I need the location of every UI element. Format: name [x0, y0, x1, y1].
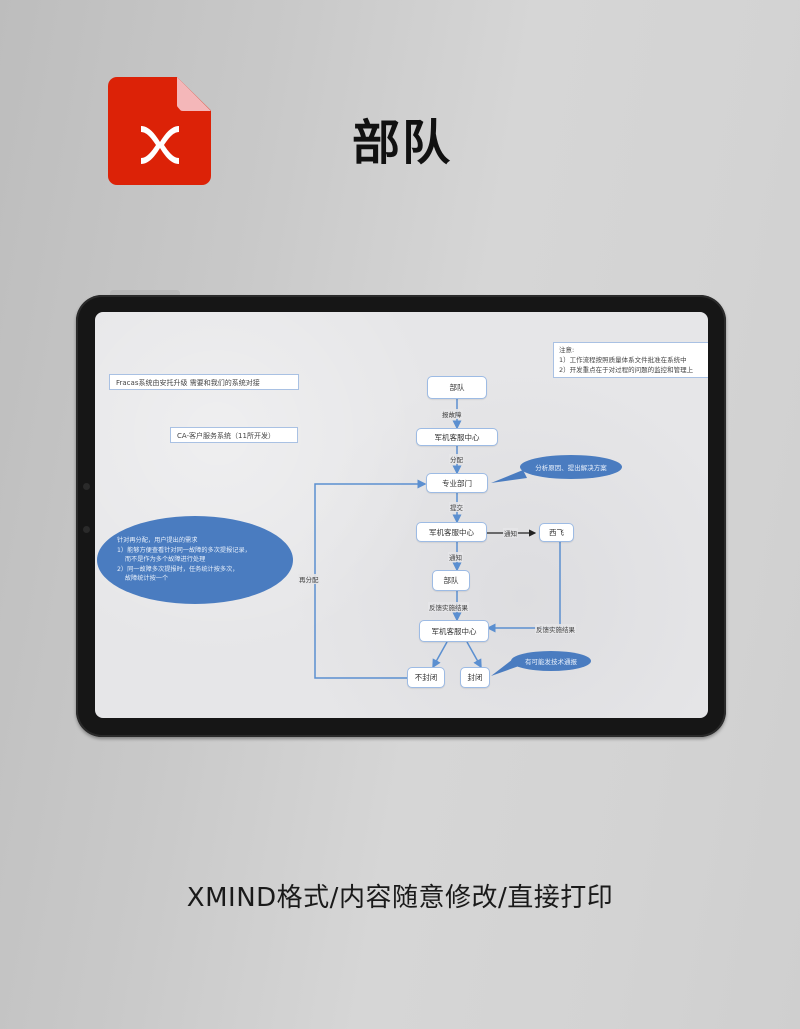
node-service-center-2[interactable]: 军机客服中心	[416, 522, 487, 542]
node-specialist-dept[interactable]: 专业部门	[426, 473, 488, 493]
edge-label-report-fault: 报故障	[441, 409, 463, 419]
mindmap-canvas: Fracas系统由安托升级 需要和我们的系统对接 CA-客户服务系统（11所开发…	[95, 312, 708, 718]
bubble-analysis[interactable]: 分析原因、提出解决方案	[520, 455, 622, 479]
edge-label-notify-right: 通知	[503, 528, 518, 538]
edge-label-assign: 分配	[449, 454, 464, 464]
note-line-1: 1）工作流程按照质量体系文件批准在系统中	[559, 356, 687, 364]
note-title: 注意:	[559, 346, 575, 354]
edge-label-submit: 提交	[449, 502, 464, 512]
tablet-sensor-dot	[83, 526, 90, 533]
edge-label-feedback-2: 反馈实施结果	[535, 624, 576, 634]
edge-label-reassign: 再分配	[298, 574, 320, 584]
node-service-center-1[interactable]: 军机客服中心	[416, 428, 498, 446]
note-line-2: 2）开发重点在于对过程的问题的监控和管理上	[559, 366, 694, 374]
node-not-closed[interactable]: 不封闭	[407, 667, 445, 688]
bubble-reassign-title: 针对再分配，用户提出的需求	[117, 537, 198, 545]
bubble-tech-notice[interactable]: 有可能发技术通报	[511, 651, 591, 671]
node-troops-mid[interactable]: 部队	[432, 570, 470, 591]
node-service-center-3[interactable]: 军机客服中心	[419, 620, 489, 642]
tablet-screen: Fracas系统由安托升级 需要和我们的系统对接 CA-客户服务系统（11所开发…	[95, 312, 708, 718]
bubble-reassign-line-1: 1）能够方便查看针对同一故障的多次提报记录，	[117, 546, 251, 554]
note-box[interactable]: 注意: 1）工作流程按照质量体系文件批准在系统中 2）开发重点在于对过程的问题的…	[553, 342, 708, 378]
page-title: 部队	[352, 115, 453, 171]
edge-label-notify-down: 通知	[448, 552, 463, 562]
info-box-ca-system[interactable]: CA-客户服务系统（11所开发）	[170, 427, 298, 443]
tablet-top-button	[110, 290, 180, 295]
bubble-reassign-line-2: 而不是作为多个故障进行处理	[117, 556, 206, 564]
bubble-reassign-line-4: 故障统计按一个	[117, 575, 169, 583]
footer-caption: XMIND格式/内容随意修改/直接打印	[186, 883, 614, 913]
tablet-camera-dot	[83, 483, 90, 490]
x-logo-icon	[108, 105, 211, 185]
node-closed[interactable]: 封闭	[460, 667, 490, 688]
edge-label-feedback-1: 反馈实施结果	[428, 602, 469, 612]
node-troops-top[interactable]: 部队	[427, 376, 487, 399]
info-box-fracas[interactable]: Fracas系统由安托升级 需要和我们的系统对接	[109, 374, 299, 390]
bubble-reassign-note[interactable]: 针对再分配，用户提出的需求 1）能够方便查看针对同一故障的多次提报记录， 而不是…	[97, 516, 293, 604]
node-xifei[interactable]: 西飞	[539, 523, 574, 542]
bubble-reassign-line-3: 2）同一故障多次提报时，任务统计按多次，	[117, 565, 239, 573]
